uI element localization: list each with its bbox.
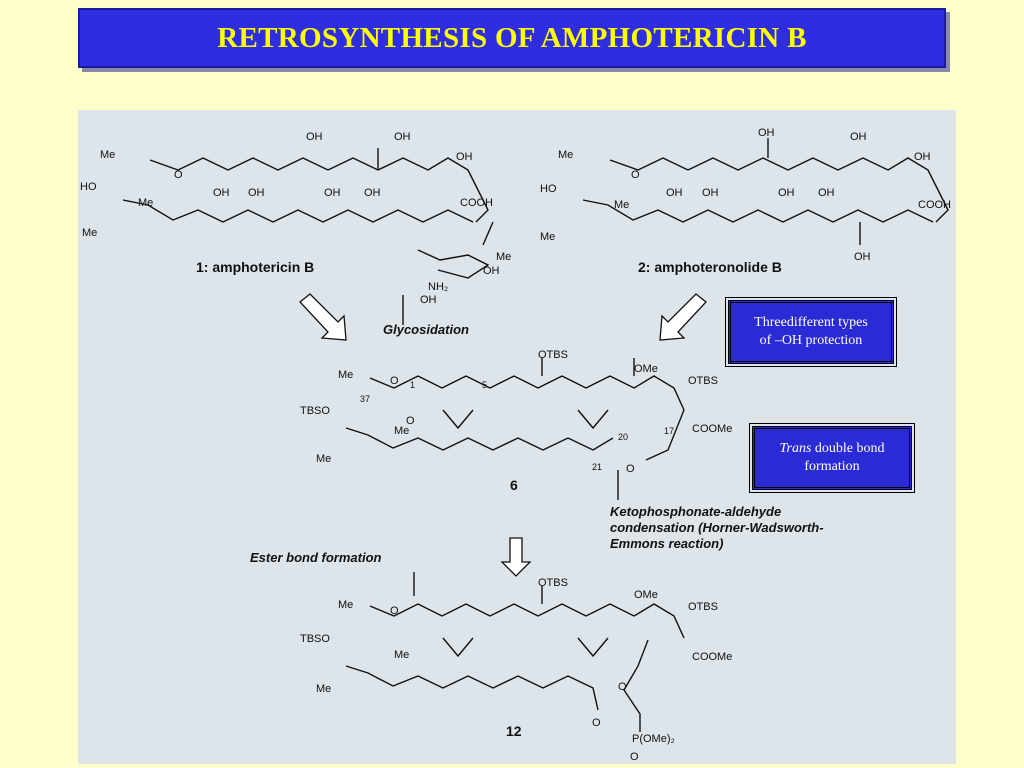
atom-otbs: OTBS	[538, 349, 568, 361]
locant-21: 21	[592, 462, 602, 472]
atom-me: Me	[100, 149, 115, 161]
atom-otbs: OTBS	[688, 375, 718, 387]
structure-6: OTBS OMe OTBS COOMe Me TBSO Me Me O O O …	[300, 349, 824, 551]
protection-note: Threedifferent types of –OH protection	[725, 297, 897, 367]
atom-me: Me	[614, 199, 629, 211]
structure-amphotericin-b: Me HO Me Me O OH OH OH OH OH OH OH COOH …	[80, 131, 511, 337]
compound-6-label: 6	[510, 477, 518, 493]
atom-oh: OH	[306, 131, 323, 143]
retro-arrow-down	[500, 537, 532, 577]
atom-oh: OH	[324, 187, 341, 199]
atom-ome: OMe	[634, 363, 658, 375]
hwe-label-line1: Ketophosphonate-aldehyde	[610, 504, 781, 519]
atom-cooh: COOH	[918, 199, 951, 211]
atom-otbs: OTBS	[538, 577, 568, 589]
atom-tbso: TBSO	[300, 633, 330, 645]
atom-o: O	[631, 169, 640, 181]
locant-20: 20	[618, 432, 628, 442]
atom-me: Me	[338, 369, 353, 381]
protection-note-line2: of –OH protection	[759, 333, 863, 348]
slide-title: RETROSYNTHESIS OF AMPHOTERICIN B	[217, 21, 807, 54]
locant-1: 1	[410, 380, 415, 390]
atom-oh: OH	[854, 251, 871, 263]
atom-me: Me	[558, 149, 573, 161]
hwe-label-line3: Emmons reaction)	[610, 536, 723, 551]
glycosidation-label: Glycosidation	[383, 322, 469, 337]
atom-pome2: P(OMe)₂	[632, 733, 675, 745]
atom-ome: OMe	[634, 589, 658, 601]
atom-oh: OH	[420, 294, 437, 306]
atom-me: Me	[338, 599, 353, 611]
atom-me: Me	[540, 231, 555, 243]
trans-bond-note: Trans double bond formation	[749, 423, 915, 493]
atom-o: O	[626, 463, 635, 475]
protection-note-line1: Threedifferent types	[754, 315, 868, 330]
atom-me: Me	[316, 453, 331, 465]
atom-tbso: TBSO	[300, 405, 330, 417]
compound-1-label: 1: amphotericin B	[196, 259, 314, 275]
locant-37: 37	[360, 394, 370, 404]
atom-cooh: COOH	[460, 197, 493, 209]
atom-me: Me	[496, 251, 511, 263]
atom-me: Me	[394, 649, 409, 661]
atom-o: O	[390, 375, 399, 387]
atom-o: O	[174, 169, 183, 181]
atom-o: O	[630, 751, 639, 763]
atom-o: O	[390, 605, 399, 617]
retrosynthesis-scheme: Me HO Me Me O OH OH OH OH OH OH OH COOH …	[80, 127, 951, 763]
atom-oh: OH	[850, 131, 867, 143]
trans-note-line2: formation	[804, 459, 860, 474]
atom-ho: HO	[80, 181, 97, 193]
structure-amphoteronolide-b: Me HO Me Me O OH OH OH OH OH OH OH COOH …	[540, 127, 951, 275]
hwe-label-line2: condensation (Horner-Wadsworth-	[610, 520, 824, 535]
atom-coome: COOMe	[692, 651, 732, 663]
atom-o: O	[618, 681, 627, 693]
atom-ho: HO	[540, 183, 557, 195]
atom-nh2: NH₂	[428, 281, 448, 293]
atom-oh: OH	[364, 187, 381, 199]
retro-arrow-left	[299, 293, 347, 341]
atom-me: Me	[82, 227, 97, 239]
trans-italic: Trans	[779, 441, 812, 456]
locant-5: 5	[482, 380, 487, 390]
atom-me: Me	[316, 683, 331, 695]
atom-oh: OH	[248, 187, 265, 199]
atom-oh: OH	[702, 187, 719, 199]
structure-12: Ester bond formation OTBS OMe OTBS COOMe…	[250, 550, 732, 763]
atom-o: O	[406, 415, 415, 427]
compound-12-label: 12	[506, 723, 522, 739]
atom-oh: OH	[758, 127, 775, 139]
atom-oh: OH	[456, 151, 473, 163]
ester-label: Ester bond formation	[250, 550, 382, 565]
atom-oh: OH	[483, 265, 500, 277]
atom-o: O	[592, 717, 601, 729]
atom-me: Me	[138, 197, 153, 209]
atom-otbs: OTBS	[688, 601, 718, 613]
atom-me: Me	[394, 425, 409, 437]
atom-oh: OH	[778, 187, 795, 199]
trans-note-rest: double bond	[811, 441, 885, 456]
retro-arrow-right	[659, 293, 707, 341]
atom-oh: OH	[394, 131, 411, 143]
atom-coome: COOMe	[692, 423, 732, 435]
title-bar: RETROSYNTHESIS OF AMPHOTERICIN B	[78, 8, 946, 68]
locant-17: 17	[664, 426, 674, 436]
atom-oh: OH	[666, 187, 683, 199]
compound-2-label: 2: amphoteronolide B	[638, 259, 782, 275]
atom-oh: OH	[914, 151, 931, 163]
atom-oh: OH	[818, 187, 835, 199]
atom-oh: OH	[213, 187, 230, 199]
